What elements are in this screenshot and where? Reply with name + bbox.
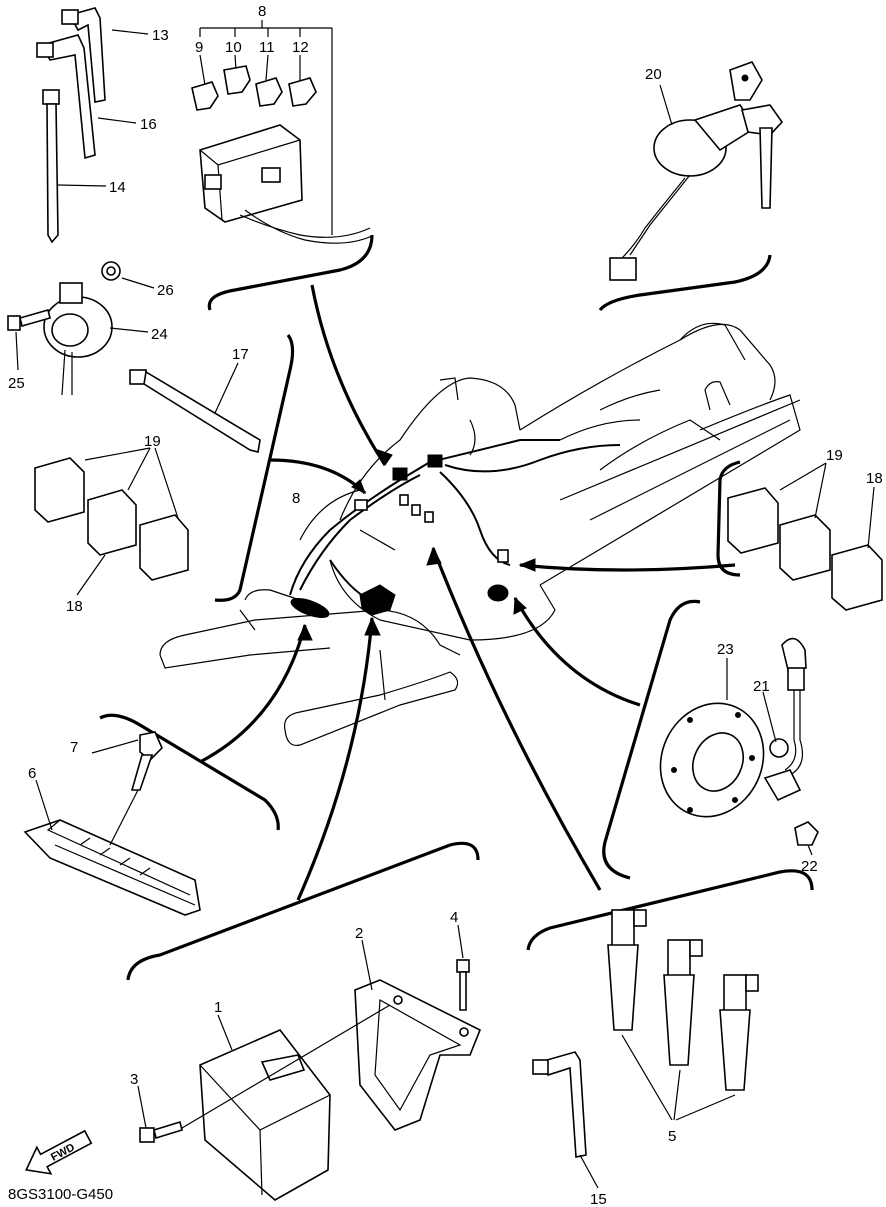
callout-24: 24 — [151, 326, 168, 343]
callout-8-top: 8 — [258, 3, 266, 20]
callout-26: 26 — [157, 282, 174, 299]
main-switch-group — [609, 61, 784, 281]
diagram-code: 8GS3100-G450 — [8, 1186, 113, 1203]
callout-3: 3 — [130, 1071, 138, 1088]
snowmobile-chassis — [159, 322, 801, 747]
callout-16: 16 — [140, 116, 157, 133]
callout-23: 23 — [717, 641, 734, 658]
rectifier-group — [23, 731, 201, 916]
callout-5: 5 — [668, 1128, 676, 1145]
callout-14: 14 — [109, 179, 126, 196]
callout-18-right: 18 — [866, 470, 883, 487]
callout-20: 20 — [645, 66, 662, 83]
cable-tie-17 — [129, 362, 261, 453]
relay-group-left — [34, 447, 189, 596]
callout-9: 9 — [195, 39, 203, 56]
callout-17: 17 — [232, 346, 249, 363]
callout-7: 7 — [70, 739, 78, 756]
callout-8-harness: 8 — [292, 490, 300, 507]
buzzer-group — [7, 261, 155, 396]
callout-25: 25 — [8, 375, 25, 392]
cdi-unit-group — [137, 924, 482, 1201]
callout-numbers: 1 2 3 4 5 6 7 8 8 9 10 11 12 13 14 15 16… — [8, 3, 883, 1207]
callout-19-left: 19 — [144, 433, 161, 450]
callout-21: 21 — [753, 678, 770, 695]
fuse-box-group — [191, 20, 373, 244]
callout-1: 1 — [214, 999, 222, 1016]
pickup-coil-group — [659, 637, 819, 856]
group-brackets — [99, 234, 814, 981]
ignition-coil-group — [532, 909, 759, 1189]
wire-harness — [289, 419, 621, 618]
fwd-arrow-icon: FWD — [25, 1129, 93, 1175]
callout-19-right: 19 — [826, 447, 843, 464]
fwd-label: FWD — [49, 1141, 77, 1163]
callout-13: 13 — [152, 27, 169, 44]
callout-22: 22 — [801, 858, 818, 875]
callout-18-left: 18 — [66, 598, 83, 615]
callout-2: 2 — [355, 925, 363, 942]
callout-11: 11 — [259, 39, 275, 56]
callout-10: 10 — [225, 39, 242, 56]
callout-12: 12 — [292, 39, 309, 56]
cable-tie-group — [36, 7, 149, 244]
callout-6: 6 — [28, 765, 36, 782]
relay-group-right — [727, 462, 883, 611]
callout-4: 4 — [450, 909, 458, 926]
callout-15: 15 — [590, 1191, 607, 1207]
pointer-lines — [199, 284, 736, 901]
